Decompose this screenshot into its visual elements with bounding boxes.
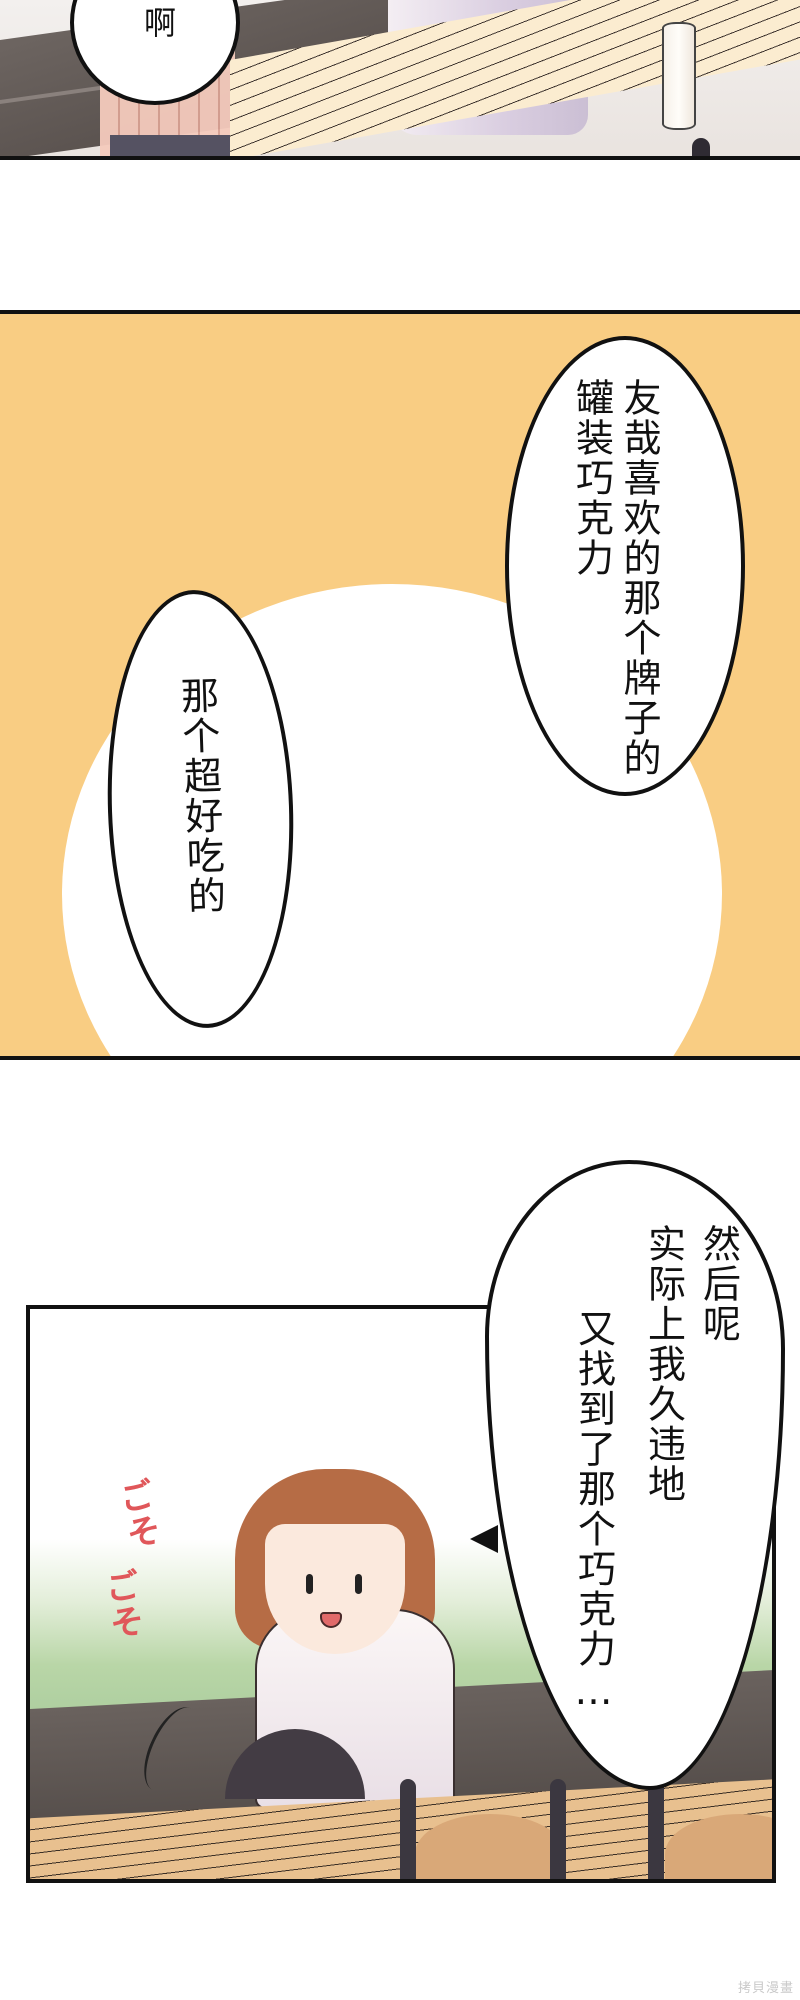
girl-eye-left (306, 1574, 313, 1594)
bubble-line: 友哉喜欢的那个牌子的 (617, 378, 661, 778)
girl-face (265, 1524, 405, 1654)
bubble-text: 友哉喜欢的那个牌子的 罐装巧克力 (567, 378, 662, 778)
water-glass (662, 22, 696, 130)
watermark: 拷貝漫畫 (737, 1981, 794, 1996)
panel-1: 啊 (0, 0, 800, 160)
chair-back (692, 138, 710, 156)
girl-eye-right (355, 1574, 362, 1594)
bubble-line: 实际上我久违地 (641, 1224, 686, 1504)
character-left-legs (110, 135, 230, 156)
girl-mouth (320, 1612, 342, 1628)
chair-post (400, 1779, 416, 1879)
speech-tail (470, 1525, 498, 1553)
panel-2: 友哉喜欢的那个牌子的 罐装巧克力 那个超好吃的 (0, 310, 800, 1060)
bubble-text: 那个超好吃的 (173, 675, 227, 917)
chair-post (648, 1779, 664, 1879)
bubble-line: 又找到了那个巧克力… (571, 1309, 616, 1715)
bubble-line: 然后呢 (696, 1224, 741, 1344)
chair-cushion (415, 1814, 565, 1879)
chair-post (550, 1779, 566, 1879)
bubble-text: 啊 (139, 6, 177, 40)
speech-bubble-1: 友哉喜欢的那个牌子的 罐装巧克力 (505, 336, 745, 796)
bubble-line: 罐装巧克力 (569, 378, 614, 578)
